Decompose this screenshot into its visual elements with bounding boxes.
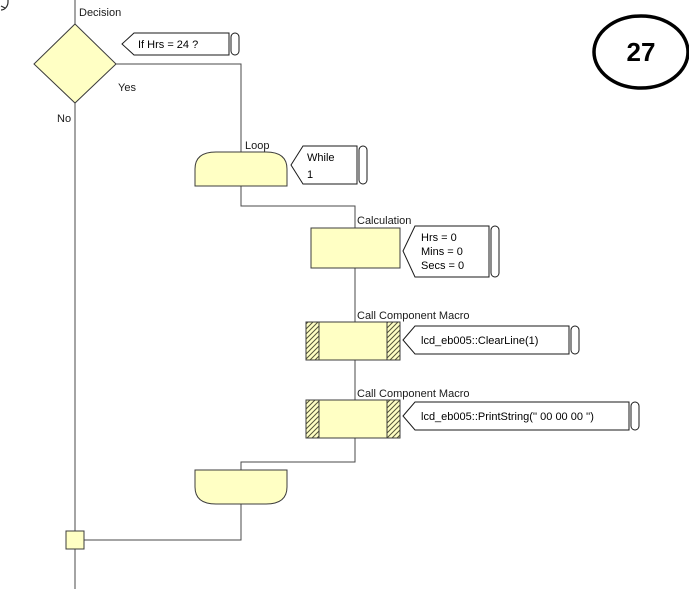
crop-artifact-mark xyxy=(0,0,9,11)
page-number-badge xyxy=(592,14,689,90)
macro-printstring-hatch-left xyxy=(305,399,320,439)
connector-loop-end-to-junction xyxy=(84,504,242,541)
decision-annotation-text: If Hrs = 24 ? xyxy=(138,39,198,51)
decision-diamond[interactable] xyxy=(33,23,117,104)
macro-printstring-annotation-flag[interactable] xyxy=(402,401,630,431)
decision-type-label: Decision xyxy=(79,7,121,19)
macro-clearline-annotation-flag-cap xyxy=(570,325,580,355)
decision-annotation-flag-cap xyxy=(230,32,240,56)
macro-clearline-annotation-flag[interactable] xyxy=(402,325,570,355)
loop-annotation-flag[interactable] xyxy=(290,145,358,185)
page-number-text: 27 xyxy=(627,37,656,67)
macro-printstring-annotation-flag-cap xyxy=(630,401,640,431)
loop-start-shape[interactable] xyxy=(194,151,288,187)
calculation-annotation-flag[interactable] xyxy=(402,225,490,278)
connector-macro2-to-loop-end xyxy=(240,438,356,470)
yes-branch-label: Yes xyxy=(118,82,136,94)
loop-end-shape[interactable] xyxy=(194,469,288,505)
connector-loop-to-calculation xyxy=(240,186,356,228)
loop-type-label: Loop xyxy=(245,140,269,152)
macro-clearline-box[interactable] xyxy=(305,321,401,361)
calculation-box[interactable] xyxy=(310,227,401,269)
calculation-annotation-line2: Mins = 0 xyxy=(421,246,463,258)
calculation-annotation-flag-cap xyxy=(490,225,500,278)
loop-annotation-line2: 1 xyxy=(307,169,313,181)
loop-annotation-flag-cap xyxy=(358,145,368,185)
macro-clearline-annotation-text: lcd_eb005::ClearLine(1) xyxy=(421,335,538,347)
no-branch-label: No xyxy=(57,113,71,125)
macro-printstring-type-label: Call Component Macro xyxy=(357,388,470,400)
calculation-annotation-line3: Secs = 0 xyxy=(421,260,464,272)
macro-printstring-hatch-right xyxy=(386,399,401,439)
macro-clearline-type-label: Call Component Macro xyxy=(357,310,470,322)
macro-clearline-hatch-left xyxy=(305,321,320,361)
macro-clearline-hatch-right xyxy=(386,321,401,361)
connector-yes-branch xyxy=(116,63,242,152)
calculation-type-label: Calculation xyxy=(357,215,411,227)
decision-annotation-flag[interactable] xyxy=(121,32,230,56)
macro-printstring-box[interactable] xyxy=(305,399,401,439)
loop-annotation-line1: While xyxy=(307,152,335,164)
macro-printstring-annotation-text: lcd_eb005::PrintString('' 00 00 00 '') xyxy=(421,411,594,423)
connection-point-square[interactable] xyxy=(65,530,85,550)
calculation-annotation-line1: Hrs = 0 xyxy=(421,232,457,244)
